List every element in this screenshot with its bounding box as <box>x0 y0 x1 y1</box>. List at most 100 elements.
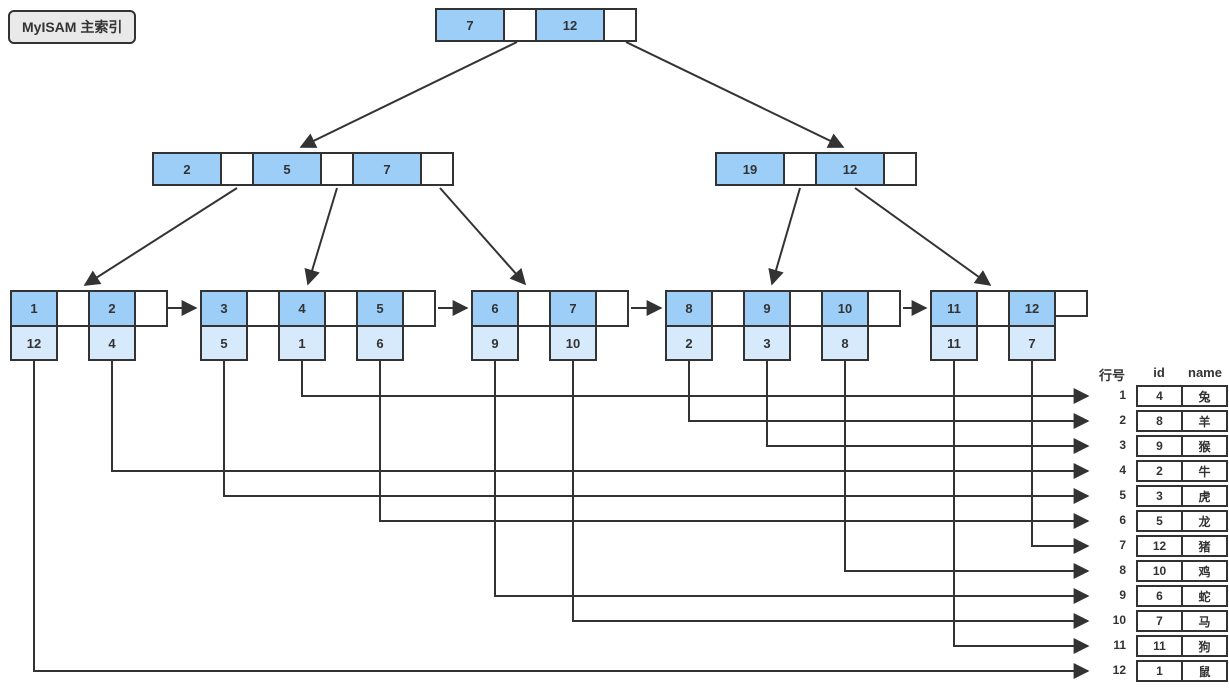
name-cell: 龙 <box>1181 510 1228 532</box>
record-pointer-line <box>572 361 1090 629</box>
row-number: 4 <box>1119 463 1126 477</box>
empty-cell <box>789 290 823 327</box>
record-pointer-line <box>33 361 1090 679</box>
name-cell: 鸡 <box>1181 560 1228 582</box>
leaf-node-3: 6 7 9 10 <box>471 290 631 363</box>
key-cell: 7 <box>435 8 505 42</box>
pointer-cell: 1 <box>278 325 326 361</box>
pointer-cell: 10 <box>549 325 597 361</box>
table-header-row-number: 行号 <box>1098 368 1125 383</box>
edge-internal-to-leaf-3 <box>439 187 527 286</box>
record-pointer-line <box>223 361 1090 504</box>
row-number: 12 <box>1112 663 1126 677</box>
id-cell: 1 <box>1136 660 1183 682</box>
key-cell: 12 <box>815 152 885 186</box>
edge-internal-to-leaf-4 <box>768 187 801 286</box>
row-number: 5 <box>1119 488 1126 502</box>
table-row: 2 牛 <box>1136 460 1228 482</box>
id-cell: 4 <box>1136 385 1183 407</box>
empty-cell <box>867 290 901 327</box>
edge-root-to-left-internal <box>299 41 518 148</box>
internal-node-right: 19 12 <box>715 152 919 186</box>
key-cell: 11 <box>930 290 978 327</box>
empty-cell <box>1054 290 1088 317</box>
record-pointer-line <box>111 361 1090 479</box>
id-cell: 7 <box>1136 610 1183 632</box>
row-number: 1 <box>1119 388 1126 402</box>
key-cell: 9 <box>743 290 791 327</box>
empty-cell <box>503 8 537 42</box>
name-cell: 蛇 <box>1181 585 1228 607</box>
key-cell: 12 <box>1008 290 1056 327</box>
key-cell: 5 <box>356 290 404 327</box>
table-row: 10 鸡 <box>1136 560 1228 582</box>
table-header-name: name <box>1188 365 1222 380</box>
empty-cell <box>976 290 1010 327</box>
key-cell: 2 <box>88 290 136 327</box>
key-cell: 10 <box>821 290 869 327</box>
name-cell: 鼠 <box>1181 660 1228 682</box>
empty-cell <box>420 152 454 186</box>
empty-cell <box>517 290 551 327</box>
key-cell: 6 <box>471 290 519 327</box>
empty-cell <box>246 290 280 327</box>
name-cell: 狗 <box>1181 635 1228 657</box>
record-pointer-line <box>1031 361 1090 554</box>
name-cell: 马 <box>1181 610 1228 632</box>
row-number: 7 <box>1119 538 1126 552</box>
leaf-node-4: 8 9 10 2 3 8 <box>665 290 903 363</box>
id-cell: 10 <box>1136 560 1183 582</box>
name-cell: 猴 <box>1181 435 1228 457</box>
edge-internal-to-leaf-5 <box>854 187 992 286</box>
name-cell: 猪 <box>1181 535 1228 557</box>
key-cell: 3 <box>200 290 248 327</box>
row-number: 2 <box>1119 413 1126 427</box>
leaf-node-2: 3 4 5 5 1 6 <box>200 290 438 363</box>
edge-internal-to-leaf-1 <box>83 187 238 286</box>
diagram-title-badge: MyISAM 主索引 <box>8 10 137 44</box>
pointer-cell: 3 <box>743 325 791 361</box>
empty-cell <box>883 152 917 186</box>
name-cell: 牛 <box>1181 460 1228 482</box>
name-cell: 虎 <box>1181 485 1228 507</box>
pointer-cell: 8 <box>821 325 869 361</box>
id-cell: 5 <box>1136 510 1183 532</box>
id-cell: 9 <box>1136 435 1183 457</box>
table-row: 7 马 <box>1136 610 1228 632</box>
row-number: 6 <box>1119 513 1126 527</box>
key-cell: 7 <box>549 290 597 327</box>
name-cell: 羊 <box>1181 410 1228 432</box>
table-header-id: id <box>1153 365 1165 380</box>
record-pointer-line <box>494 361 1090 604</box>
record-pointer-line <box>688 361 1090 429</box>
table-row: 6 蛇 <box>1136 585 1228 607</box>
diagram-title: MyISAM 主索引 <box>22 19 123 35</box>
pointer-cell: 7 <box>1008 325 1056 361</box>
key-cell: 5 <box>252 152 322 186</box>
table-row: 4 兔 <box>1136 385 1228 407</box>
table-row: 3 虎 <box>1136 485 1228 507</box>
empty-cell <box>220 152 254 186</box>
key-cell: 4 <box>278 290 326 327</box>
empty-cell <box>402 290 436 327</box>
empty-cell <box>603 8 637 42</box>
table-row: 1 鼠 <box>1136 660 1228 682</box>
pointer-cell: 4 <box>88 325 136 361</box>
pointer-cell: 6 <box>356 325 404 361</box>
key-cell: 8 <box>665 290 713 327</box>
table-row: 9 猴 <box>1136 435 1228 457</box>
row-number: 8 <box>1119 563 1126 577</box>
pointer-cell: 11 <box>930 325 978 361</box>
leaf-node-1: 1 2 12 4 <box>10 290 170 363</box>
row-number: 11 <box>1113 638 1126 652</box>
empty-cell <box>324 290 358 327</box>
name-cell: 兔 <box>1181 385 1228 407</box>
table-row: 8 羊 <box>1136 410 1228 432</box>
record-pointer-line <box>953 361 1090 654</box>
key-cell: 19 <box>715 152 785 186</box>
record-pointer-line <box>844 361 1090 579</box>
root-node: 7 12 <box>435 8 639 42</box>
empty-cell <box>783 152 817 186</box>
